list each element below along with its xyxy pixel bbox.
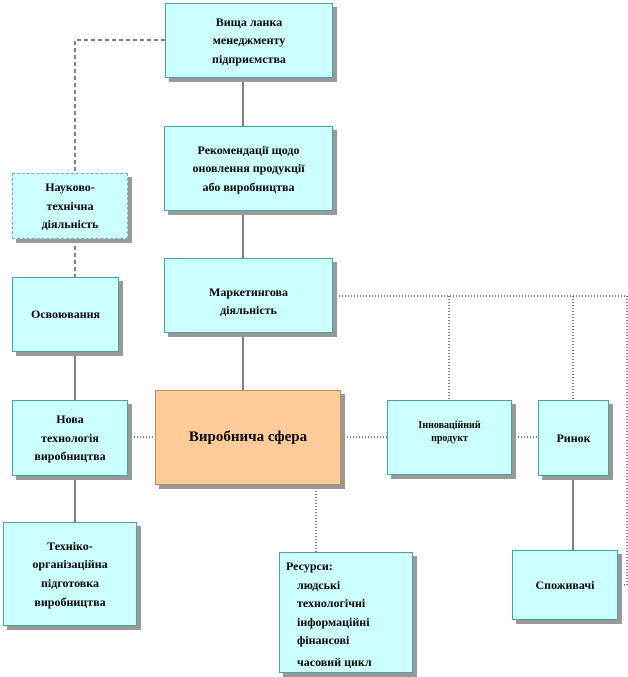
resources-list: людські технологічні інформаційні фінанс… bbox=[286, 576, 412, 672]
production-sphere-box: Виробнича сфера bbox=[155, 390, 341, 485]
top-management-label: Вища ланка менеджменту підприємства bbox=[212, 14, 286, 66]
production-sphere-label: Виробнича сфера bbox=[188, 428, 308, 445]
resources-box: Ресурси: людські технологічні інформацій… bbox=[279, 552, 413, 673]
tech-org-preparation-box: Техніко- організаційна підготовка виробн… bbox=[3, 522, 137, 626]
market-label: Ринок bbox=[556, 430, 591, 445]
innovative-product-label: Інноваційний продукт bbox=[418, 420, 481, 444]
scientific-activity-label: Науково- технічна діяльність bbox=[41, 180, 99, 232]
resource-item: інформаційні bbox=[297, 614, 370, 629]
recommendations-label: Рекомендації щодо оновлення продукції аб… bbox=[192, 142, 305, 194]
new-technology-box: Нова технологія виробництва bbox=[12, 400, 128, 476]
consumers-label: Споживачі bbox=[535, 577, 595, 592]
innovative-product-box: Інноваційний продукт bbox=[387, 400, 512, 475]
mastering-box: Освоювання bbox=[12, 277, 119, 352]
resource-item: технологічні bbox=[297, 596, 366, 611]
connector-marketing-bus bbox=[333, 295, 628, 586]
marketing-box: Маркетингова діяльність bbox=[164, 258, 333, 333]
top-management-box: Вища ланка менеджменту підприємства bbox=[165, 3, 333, 78]
consumers-box: Споживачі bbox=[512, 550, 618, 620]
resources-title: Ресурси: bbox=[286, 559, 333, 573]
scientific-activity-box: Науково- технічна діяльність bbox=[12, 173, 128, 239]
mastering-label: Освоювання bbox=[30, 307, 101, 322]
resource-item: часовий цикл bbox=[297, 654, 372, 669]
recommendations-box: Рекомендації щодо оновлення продукції аб… bbox=[164, 126, 333, 211]
marketing-label: Маркетингова діяльність bbox=[209, 284, 288, 318]
connector-top-scientific bbox=[74, 39, 165, 173]
resource-item: фінансові bbox=[297, 633, 350, 648]
resource-item: людські bbox=[297, 577, 341, 592]
market-box: Ринок bbox=[538, 400, 609, 476]
tech-org-preparation-label: Техніко- організаційна підготовка виробн… bbox=[32, 538, 108, 609]
new-technology-label: Нова технологія виробництва bbox=[34, 412, 106, 464]
